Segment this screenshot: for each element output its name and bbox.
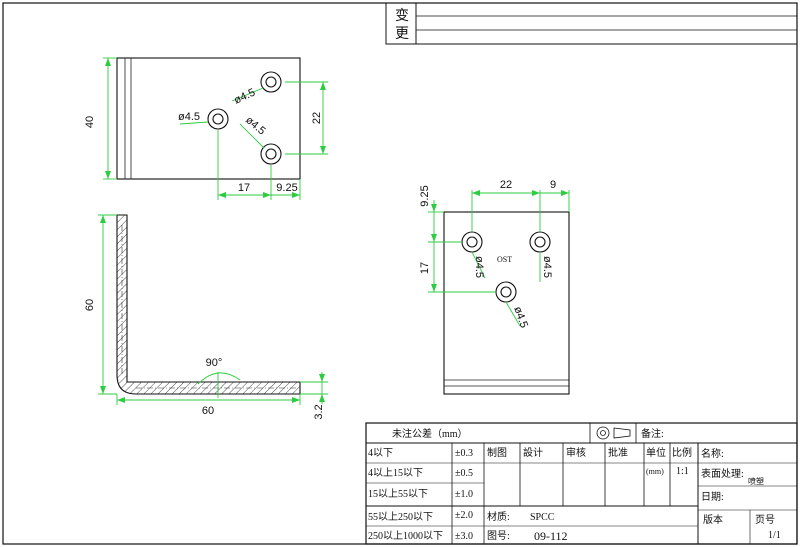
scale-value: 1:1 <box>676 466 689 477</box>
dim-hole-spacing: 22 <box>311 112 323 124</box>
tolerance-header: 未注公差（mm） <box>392 427 468 440</box>
notes-label: 备注: <box>641 427 664 440</box>
front-view-outline <box>443 211 570 395</box>
front-dim-right: 9 <box>550 179 556 191</box>
page-label: 页号 <box>755 514 775 526</box>
material-label: 材质: <box>487 510 510 523</box>
hole-left <box>207 108 229 130</box>
material-value: SPCC <box>530 512 555 523</box>
page-value: 1/1 <box>768 530 781 541</box>
tol-value-5: ±3.0 <box>455 531 473 542</box>
unit-value: (mm) <box>646 467 664 476</box>
revision-label-top: 变 <box>395 8 409 24</box>
tol-range-4: 55以上250以下 <box>368 511 433 523</box>
hole-top-right <box>260 71 282 93</box>
role-approver: 批准 <box>608 446 628 459</box>
tol-range-5: 250以上1000以下 <box>368 530 443 542</box>
l-bracket-section <box>116 214 301 395</box>
front-dim-vertical: 17 <box>419 262 431 274</box>
title-block: 未注公差（mm） 备注: 4以下 ±0.3 4以上15以下 ±0.5 15以上5… <box>365 422 798 545</box>
role-drafter: 制图 <box>487 446 507 459</box>
dim-height: 60 <box>84 299 96 311</box>
tol-value-1: ±0.3 <box>455 448 473 459</box>
projection-symbol-icon <box>596 426 610 440</box>
drawing-no-label: 图号: <box>487 530 510 542</box>
hole-label-left: ø4.5 <box>178 111 200 123</box>
front-hole-label-bottom: ø4.5 <box>511 305 530 330</box>
front-dim-top-left: 9.25 <box>419 185 431 206</box>
tol-range-2: 4以上15以下 <box>368 467 423 479</box>
tol-range-3: 15以上55以下 <box>368 488 428 500</box>
angle-label: 90° <box>206 357 223 369</box>
front-hole-label-left: ø4.5 <box>473 256 485 278</box>
drawing-no-value: 09-112 <box>534 529 568 543</box>
scale-label: 比例 <box>672 446 692 459</box>
version-label: 版本 <box>703 513 723 526</box>
surface-value: 喷塑 <box>748 476 764 486</box>
surface-label: 表面处理: <box>701 467 744 480</box>
hole-label-top-right: ø4.5 <box>232 87 257 107</box>
front-hole-left <box>461 231 483 253</box>
hole-label-bottom-right: ø4.5 <box>243 114 268 137</box>
front-hole-bottom <box>495 281 517 303</box>
dim-thickness: 3.2 <box>313 404 325 419</box>
hole-bottom-right <box>260 143 282 165</box>
dim-hole-offset: 17 <box>238 182 250 194</box>
tol-value-2: ±0.5 <box>455 468 473 479</box>
name-label: 名称: <box>701 447 724 460</box>
front-hole-label-right: ø4.5 <box>541 256 553 278</box>
dim-width: 40 <box>84 116 96 128</box>
dim-length: 60 <box>202 405 214 417</box>
tol-range-1: 4以下 <box>368 448 393 459</box>
unit-label: 单位 <box>646 446 666 459</box>
dim-edge: 9.25 <box>276 182 297 194</box>
role-reviewer: 审核 <box>566 446 586 459</box>
top-view-outline <box>116 57 301 180</box>
front-dim-spacing: 22 <box>500 179 512 191</box>
role-designer: 設计 <box>523 446 543 459</box>
revision-block: 变 更 <box>385 2 798 45</box>
front-hole-right <box>529 231 551 253</box>
top-view: 40 22 17 9.25 ø4.5 ø4.5 ø4.5 <box>84 57 328 200</box>
side-view: 60 60 3.2 90° <box>84 214 328 420</box>
tol-value-4: ±2.0 <box>455 510 473 521</box>
tol-value-3: ±1.0 <box>455 489 473 500</box>
date-label: 日期: <box>701 491 724 503</box>
revision-label-bottom: 更 <box>395 26 409 42</box>
front-center-text: OST <box>497 255 512 264</box>
front-view: OST 22 9 9.25 17 ø4.5 ø4.5 ø4.5 <box>419 179 570 395</box>
